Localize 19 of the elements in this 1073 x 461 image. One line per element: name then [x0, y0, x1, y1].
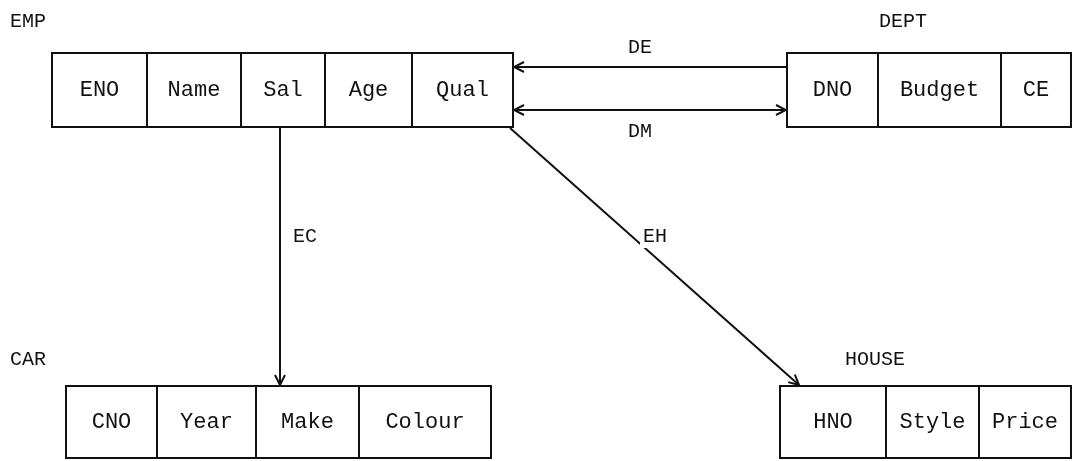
attribute-field: DNO [788, 54, 877, 126]
table-name: HOUSE [845, 348, 905, 371]
attribute-field: ENO [53, 54, 146, 126]
attribute-field: Year [156, 387, 255, 457]
attribute-field: Sal [240, 54, 324, 126]
attribute-field: Age [324, 54, 411, 126]
attribute-field: Qual [411, 54, 512, 126]
attribute-field: Style [885, 387, 978, 457]
table-name: CAR [10, 348, 46, 371]
attribute-field: Make [255, 387, 358, 457]
table-name: DEPT [879, 10, 927, 33]
attribute-field: Price [978, 387, 1070, 457]
attribute-field: Budget [877, 54, 1000, 126]
table-name: EMP [10, 10, 46, 33]
attribute-field: HNO [781, 387, 885, 457]
attribute-field: CNO [67, 387, 156, 457]
attribute-field: Colour [358, 387, 490, 457]
attribute-field: CE [1000, 54, 1070, 126]
attribute-field: Name [146, 54, 240, 126]
